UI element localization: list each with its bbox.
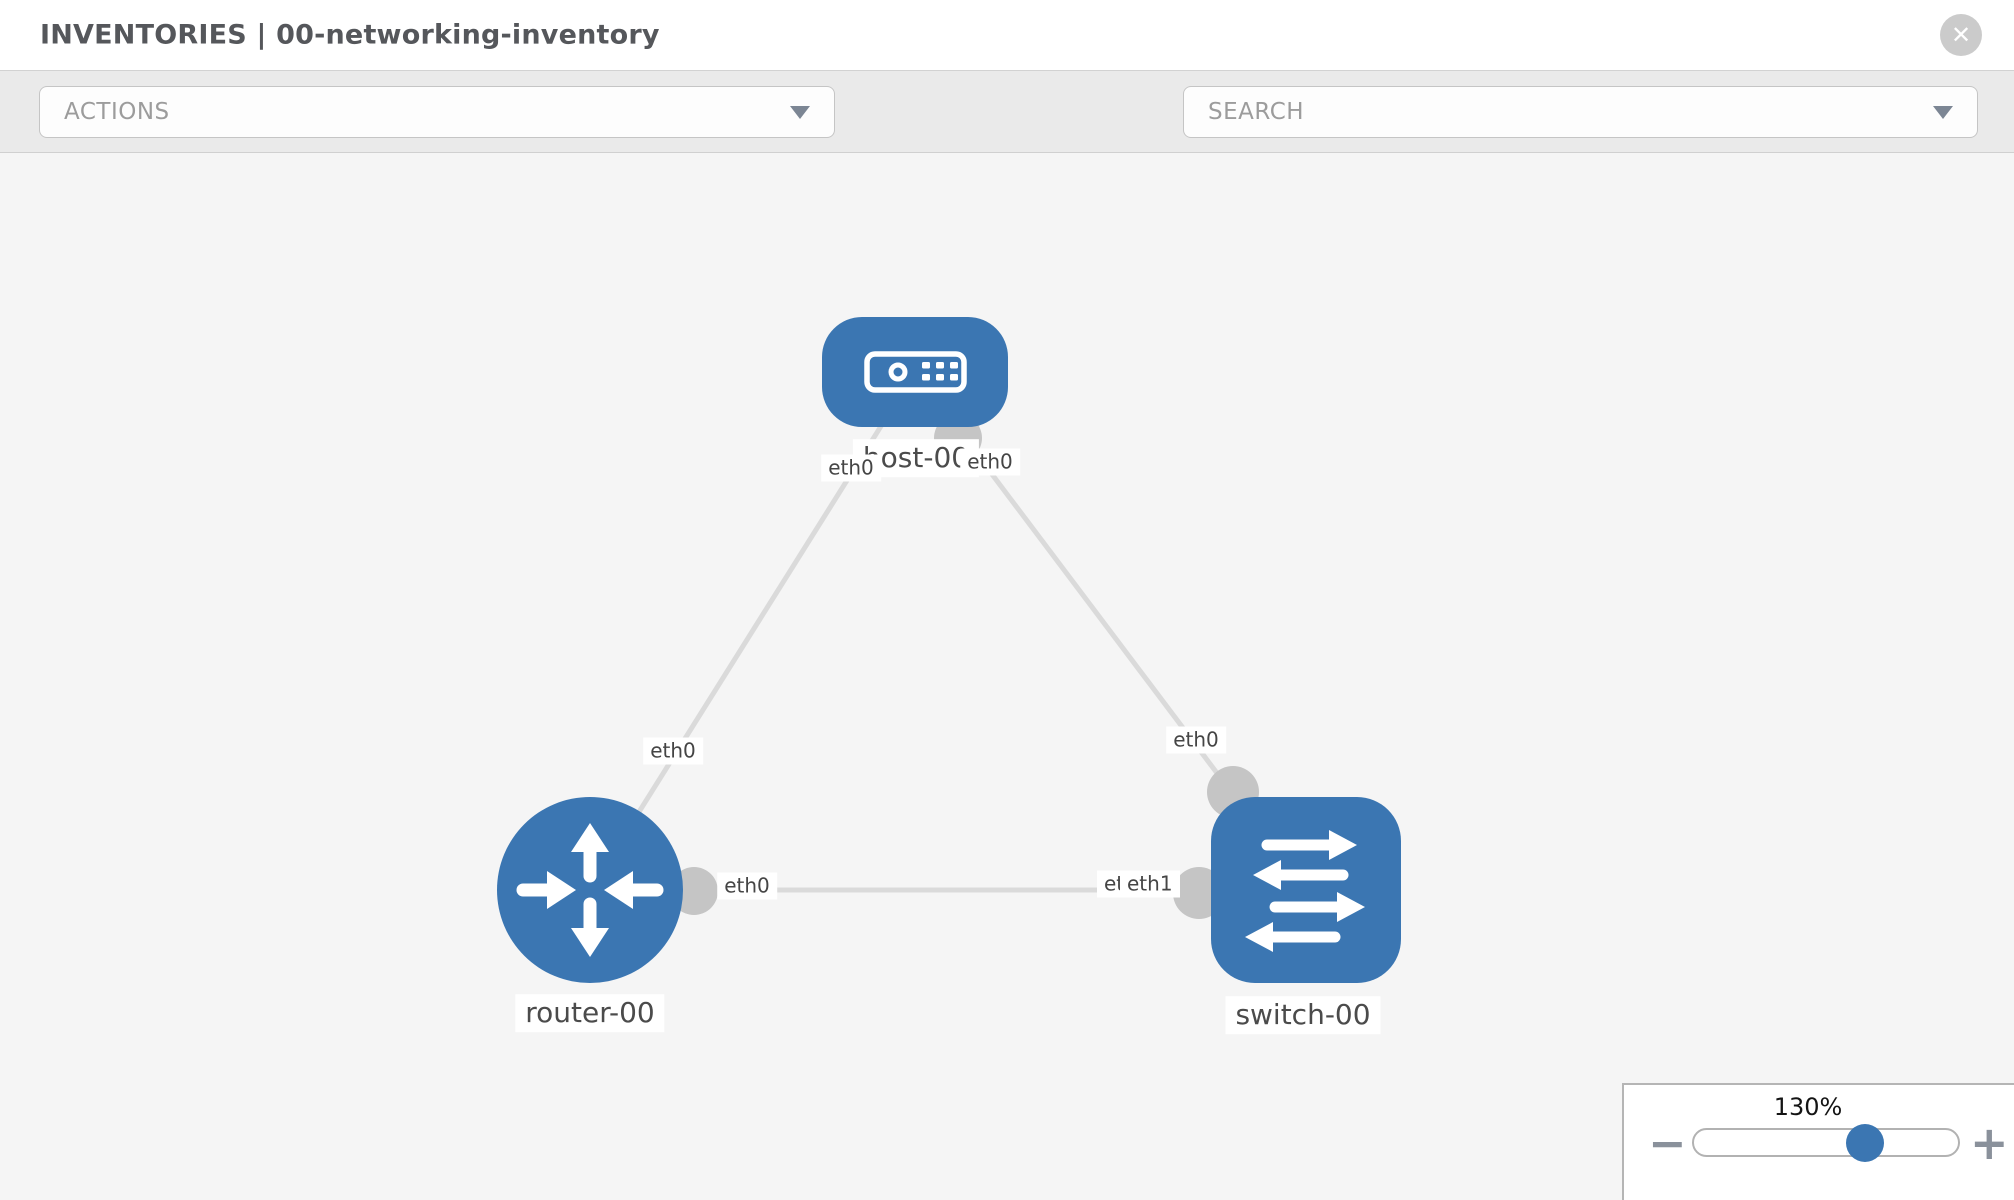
search-placeholder: SEARCH xyxy=(1208,99,1305,125)
close-button[interactable]: ✕ xyxy=(1940,14,1982,56)
node-label-switch: switch-00 xyxy=(1225,996,1381,1034)
node-label-router: router-00 xyxy=(515,994,665,1032)
if-label-host-eth0-right: eth0 xyxy=(960,448,1020,476)
topology-canvas[interactable]: host-00 router-00 switch-00 eth0 eth0 et… xyxy=(0,153,2014,1200)
zoom-level: 130% xyxy=(1773,1093,1843,1121)
if-label-switch-eth0: eth0 xyxy=(1166,726,1226,754)
actions-dropdown-label: ACTIONS xyxy=(64,99,170,125)
page-title: INVENTORIES | 00-networking-inventory xyxy=(40,19,660,51)
chevron-down-icon xyxy=(790,105,810,119)
toolbar: ACTIONS SEARCH xyxy=(0,71,2014,202)
port-dots xyxy=(670,414,1259,919)
if-label-host-eth0-left: eth0 xyxy=(821,454,881,482)
zoom-slider-thumb[interactable] xyxy=(1846,1124,1884,1162)
router-icon xyxy=(516,823,664,957)
topology-graph xyxy=(497,317,1401,983)
chevron-down-icon xyxy=(1933,105,1953,119)
zoom-slider-track[interactable] xyxy=(1692,1128,1960,1157)
switch-icon xyxy=(1245,830,1365,952)
zoom-panel: 130% − + xyxy=(1622,1083,2014,1200)
header: INVENTORIES | 00-networking-inventory ✕ xyxy=(0,0,2014,71)
search-dropdown[interactable]: SEARCH xyxy=(1183,86,1978,138)
if-label-mid-eth0: eth0 xyxy=(717,872,777,900)
node-router-00[interactable] xyxy=(497,797,683,983)
host-icon xyxy=(864,351,967,393)
if-label-router-eth0: eth0 xyxy=(643,737,703,765)
if-label-mid-eth1: eth1 xyxy=(1120,870,1180,898)
node-switch-00[interactable] xyxy=(1211,797,1401,983)
actions-dropdown[interactable]: ACTIONS xyxy=(39,86,835,138)
close-icon: ✕ xyxy=(1950,21,1972,49)
node-host-00[interactable] xyxy=(822,317,1008,427)
